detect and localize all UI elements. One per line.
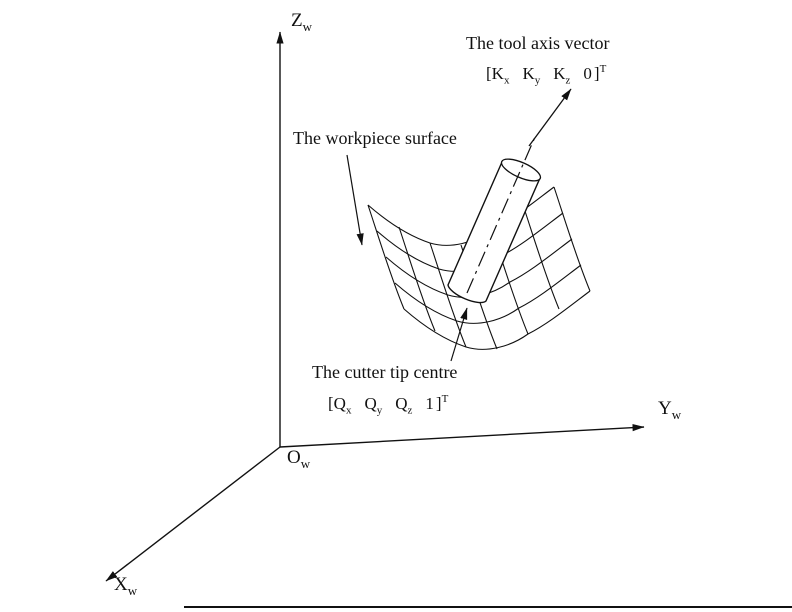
z-axis-label-sub: w	[302, 18, 312, 34]
entry-sub: y	[376, 404, 383, 417]
entry-base: Q	[364, 393, 377, 413]
vector-entry: Ky	[522, 63, 541, 87]
entry-base: 0	[583, 63, 592, 83]
entry-base: Q	[333, 393, 346, 413]
tool-axis-title: The tool axis vector	[466, 33, 610, 53]
mesh-column-line	[367, 204, 405, 310]
vector-entry: Qx	[333, 393, 352, 417]
x-axis-label-sub: w	[127, 582, 138, 598]
mesh-column-line	[522, 204, 560, 310]
bracket-open: [	[486, 63, 492, 83]
origin-label: Ow	[287, 447, 311, 471]
origin-label-sub: w	[300, 455, 311, 471]
transpose-superscript: T	[599, 63, 607, 75]
cutter-tip-leader-arrow	[450, 307, 468, 362]
transpose-superscript: T	[441, 393, 449, 405]
vector-entry: 0	[583, 64, 592, 83]
vector-entry: Kz	[553, 63, 571, 87]
z-axis-label-base: Z	[291, 10, 303, 31]
entry-base: 1	[425, 393, 434, 413]
vector-entry: Qy	[364, 393, 383, 417]
y-axis-line	[279, 424, 645, 448]
x-axis-label: Xw	[114, 574, 138, 598]
bracket-open: [	[328, 393, 334, 413]
z-axis-label: Zw	[291, 10, 312, 34]
mesh-row-line	[394, 264, 582, 324]
entry-base: K	[553, 63, 566, 83]
bracket-close: ]	[593, 63, 600, 83]
entry-base: Q	[395, 393, 408, 413]
workpiece-surface-leader-arrow	[346, 154, 364, 246]
cutter-tip-title: The cutter tip centre	[312, 362, 458, 382]
vector-entry: Kx	[491, 63, 510, 87]
vector-entry: 1	[425, 394, 434, 413]
workpiece-surface-title: The workpiece surface	[293, 128, 457, 148]
mesh-column-line	[429, 242, 467, 348]
entry-sub: z	[407, 404, 413, 417]
entry-sub: y	[534, 74, 541, 87]
bracket-close: ]	[435, 393, 442, 413]
mesh-row-line	[403, 290, 591, 350]
entry-base: K	[522, 63, 535, 83]
tool-axis-arrow	[528, 88, 572, 147]
mesh-column-line	[553, 186, 591, 292]
vector-entry: Qz	[395, 393, 413, 417]
y-axis-label-base: Y	[658, 398, 672, 419]
mesh-column-line	[398, 226, 436, 332]
x-axis-line	[105, 446, 281, 582]
entry-sub: x	[345, 404, 352, 417]
entry-base: K	[491, 63, 504, 83]
entry-sub: z	[565, 74, 571, 87]
entry-sub: x	[503, 74, 510, 87]
x-axis-label-base: X	[114, 574, 128, 595]
y-axis-label: Yw	[658, 398, 682, 422]
origin-label-base: O	[287, 447, 301, 468]
y-axis-label-sub: w	[671, 406, 682, 422]
